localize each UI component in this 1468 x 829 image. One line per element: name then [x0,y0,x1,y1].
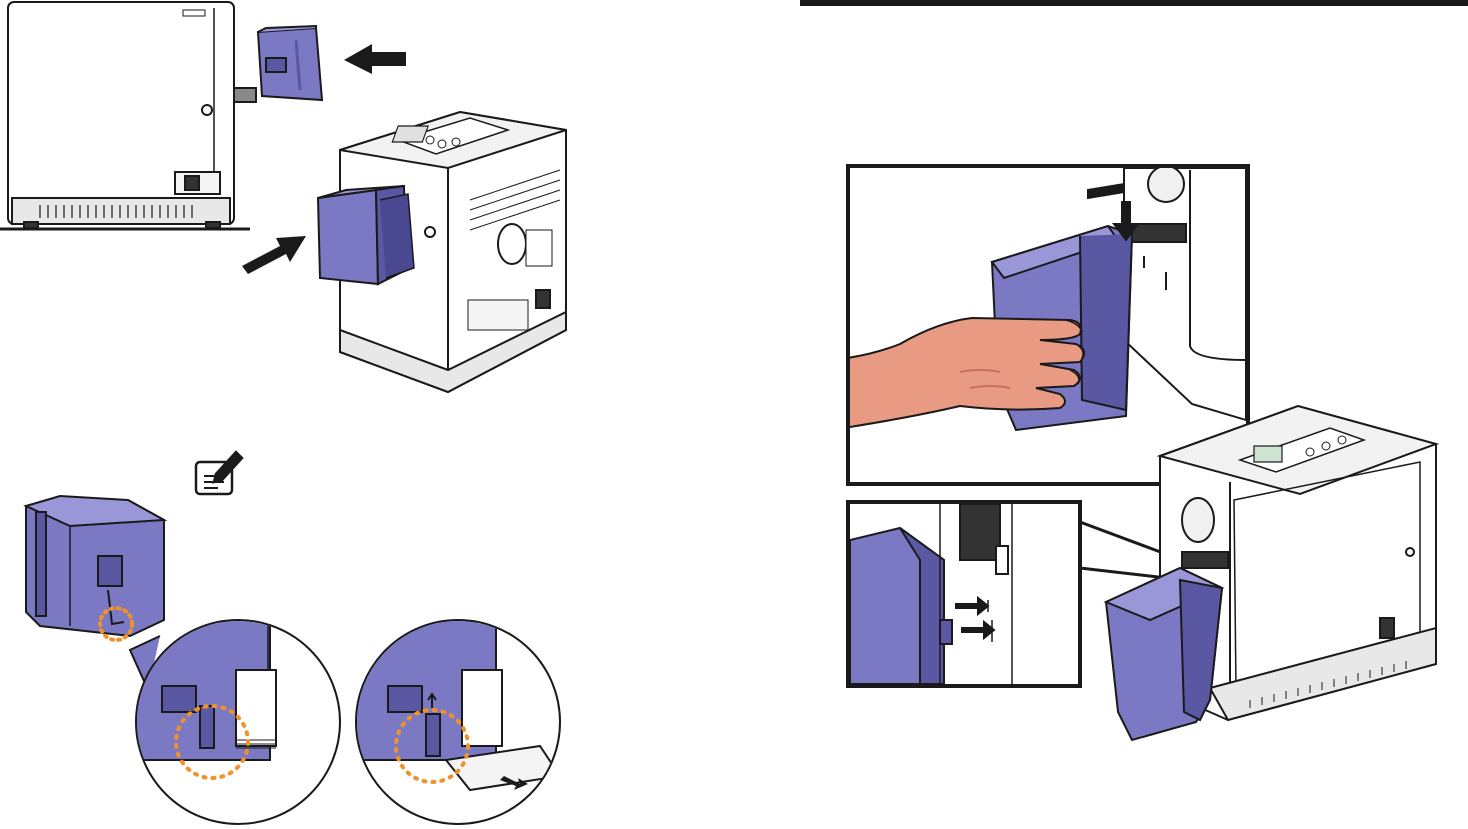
hopper-on-printer [318,186,414,284]
hopper-detail [26,496,164,636]
note-icon [196,452,242,494]
magnified-latch-closed [130,610,340,824]
input-hopper-module [258,26,322,100]
arrow-left [344,44,406,74]
printer-side-view [0,2,256,229]
magnified-latch-open [356,610,560,824]
header-rule [800,0,1468,6]
hand-installing-output-tray [804,166,1248,484]
arrow-up-right [242,236,306,274]
